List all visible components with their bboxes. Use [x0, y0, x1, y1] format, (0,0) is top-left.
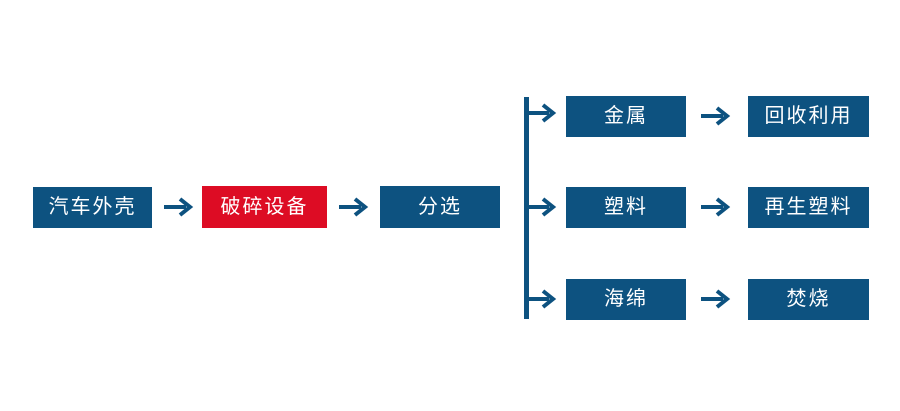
node-destination-incineration[interactable]: 焚烧 — [748, 279, 869, 320]
node-material-sponge[interactable]: 海绵 — [566, 279, 686, 320]
arrow-right-icon-branch-3 — [528, 288, 557, 310]
arrow-right-icon-branch-1 — [528, 102, 557, 124]
arrow-right-icon-row-1 — [700, 105, 731, 127]
arrow-right-icon-branch-2 — [528, 196, 557, 218]
node-destination-recycled-plastic[interactable]: 再生塑料 — [748, 187, 869, 228]
arrow-right-icon-row-2 — [700, 196, 731, 218]
node-destination-recycle[interactable]: 回收利用 — [748, 96, 869, 137]
node-sorting[interactable]: 分选 — [380, 186, 500, 228]
node-car-shell[interactable]: 汽车外壳 — [33, 187, 152, 228]
node-material-metal[interactable]: 金属 — [566, 96, 686, 137]
arrow-right-icon-main-1 — [163, 196, 194, 218]
node-shredder-equipment[interactable]: 破碎设备 — [202, 186, 327, 228]
arrow-right-icon-row-3 — [700, 288, 731, 310]
split-junction-icon — [524, 97, 529, 319]
arrow-right-icon-main-2 — [338, 196, 369, 218]
node-material-plastic[interactable]: 塑料 — [566, 187, 686, 228]
